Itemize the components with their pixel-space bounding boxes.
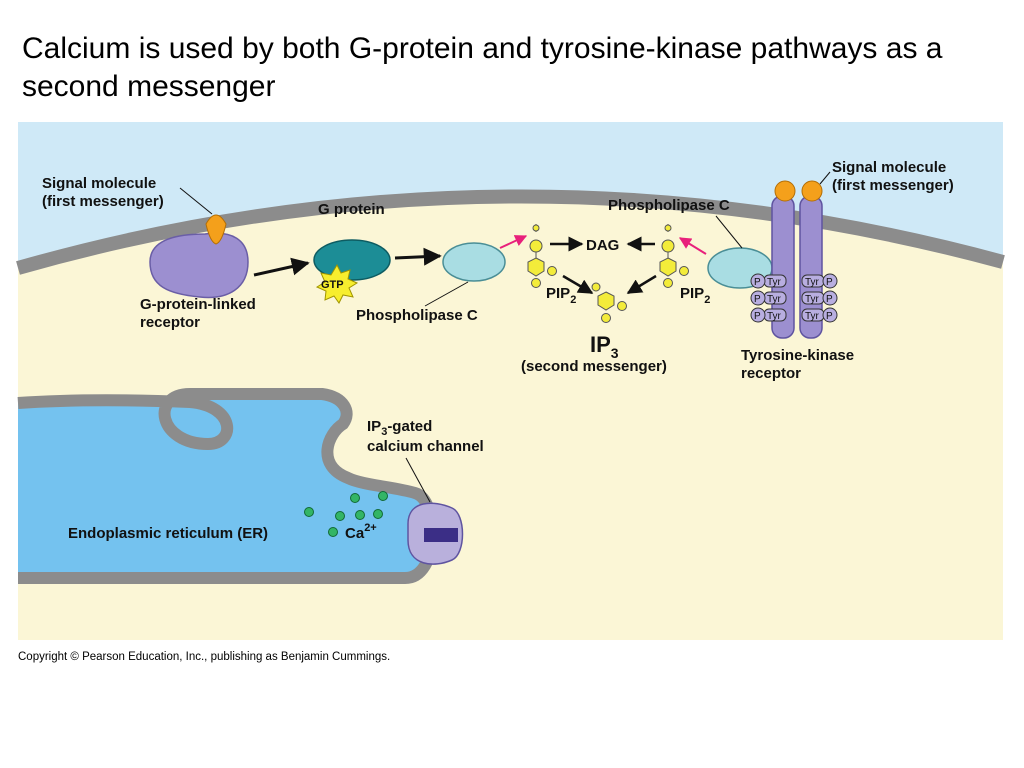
er-membrane (17, 388, 439, 584)
channel-label-2: calcium channel (367, 438, 484, 455)
pip2-right-label: PIP2 (680, 285, 710, 306)
pip2-right-molecule (659, 224, 689, 288)
signal-molecule-right-a (774, 180, 796, 202)
svg-text:Tyr: Tyr (767, 277, 782, 288)
channel-leader (405, 457, 431, 503)
slide-title: Calcium is used by both G-protein and ty… (22, 32, 943, 103)
signal-molecule-right-b (801, 180, 823, 202)
gpcr-label-1: G-protein-linked (140, 296, 256, 313)
g-protein-linked-receptor (149, 232, 249, 299)
signal-molecule-left-label-2: (first messenger) (42, 193, 164, 210)
pip2-left-molecule (527, 224, 557, 288)
plc-left-leader (424, 281, 469, 307)
svg-text:Tyr: Tyr (767, 294, 782, 305)
er-label: Endoplasmic reticulum (ER) (68, 525, 268, 542)
plasma-membrane (16, 189, 1005, 275)
g-protein (313, 239, 391, 281)
arrow-receptor-to-gprotein (253, 257, 310, 277)
calcium-ions (304, 491, 388, 537)
rtk-label-2: receptor (741, 365, 801, 382)
svg-text:P: P (754, 277, 761, 288)
svg-text:P: P (826, 311, 833, 322)
arrow-pip2-left-to-ip3 (562, 274, 594, 295)
tyr-tag-labels: Tyr Tyr Tyr Tyr Tyr Tyr (767, 277, 820, 322)
dag-label: DAG (586, 237, 619, 254)
gtp-burst (315, 263, 359, 304)
signal-molecule-right-label-1: Signal molecule (832, 159, 946, 176)
svg-text:P: P (826, 294, 833, 305)
pink-arrow-left (499, 235, 528, 249)
svg-text:Tyr: Tyr (767, 311, 782, 322)
arrow-pip2-right-to-ip3 (626, 274, 657, 295)
ip3-gated-calcium-channel (407, 502, 464, 565)
ca-label: Ca2+ (345, 522, 377, 542)
pip2-left-label: PIP2 (546, 285, 576, 306)
signal-molecule-left-leader (179, 187, 213, 215)
rtk-label-1: Tyrosine-kinase (741, 347, 854, 364)
svg-text:P: P (826, 277, 833, 288)
plc-right-label: Phospholipase C (608, 197, 730, 214)
second-messenger-label: (second messenger) (521, 358, 667, 375)
svg-text:P: P (754, 311, 761, 322)
phosphotyrosine-tags (750, 273, 838, 323)
arrow-gprotein-to-plc (394, 247, 442, 266)
gpcr-label-2: receptor (140, 314, 200, 331)
channel-label-1: IP3-gated (367, 418, 432, 438)
plc-right-leader (715, 215, 743, 249)
ip3-molecule (591, 282, 627, 323)
signal-molecule-right-leader (819, 171, 831, 185)
signal-molecule-left-label-1: Signal molecule (42, 175, 156, 192)
g-protein-label: G protein (318, 201, 385, 218)
ip3-label: IP3 (590, 332, 619, 361)
phospholipase-c-left (442, 242, 506, 282)
svg-text:Tyr: Tyr (805, 294, 820, 305)
signal-molecule-left (205, 214, 227, 245)
phosphate-labels: P P P P P P (754, 277, 833, 322)
gtp-label: GTP (321, 279, 344, 291)
signal-molecule-right-label-2: (first messenger) (832, 177, 954, 194)
svg-text:Tyr: Tyr (805, 277, 820, 288)
svg-text:Tyr: Tyr (805, 311, 820, 322)
pink-arrow-right (678, 237, 707, 255)
copyright-notice: Copyright © Pearson Education, Inc., pub… (18, 651, 391, 663)
plc-left-label: Phospholipase C (356, 307, 478, 324)
svg-text:P: P (754, 294, 761, 305)
